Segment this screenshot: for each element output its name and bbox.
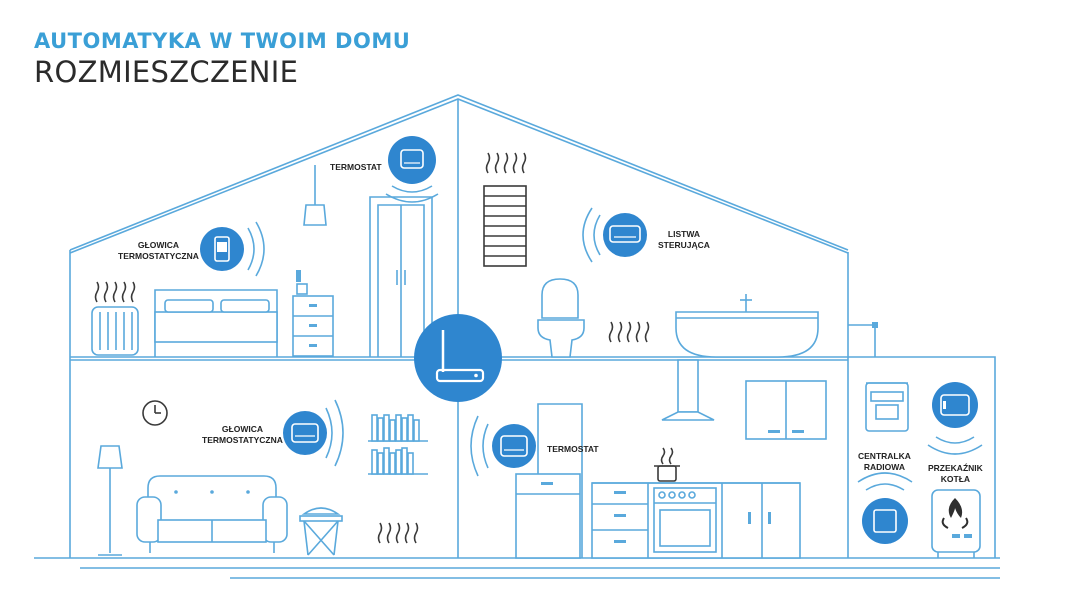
toilet-icon [537,278,585,358]
label-radiator-head-top-line1: GŁOWICA [137,240,179,250]
label-radio-hub-line1: CENTRALKA [858,451,911,461]
pot-icon [654,447,680,482]
clock-icon [142,400,168,426]
label-radiator-head-top-line2: TERMOSTATYCZNA [118,251,199,261]
ceiling-lamp-icon [303,165,327,226]
side-table-icon [299,507,343,556]
steam-living-icon [377,522,419,544]
gas-meter-icon [865,382,909,432]
kitchen-doorframe [515,403,583,559]
bookshelf-icon [368,414,428,475]
title-block: AUTOMATYKA W TWOIM DOMU ROZMIESZCZENIE [34,28,410,90]
label-thermostat-bottom: TERMOSTAT [547,444,599,454]
control-strip-device [582,207,647,263]
attic-door [369,196,433,357]
nightstand-icon [292,270,334,357]
label-control-strip-line2: STERUJĄCA [658,240,710,250]
label-radio-hub-line2: RADIOWA [863,462,905,472]
label-radiator-head-top: GŁOWICA TERMOSTATYCZNA [118,240,199,262]
label-boiler-relay: PRZEKAŹNIK KOTŁA [928,463,983,485]
radiator-icon [91,281,139,356]
label-thermostat-top: TERMOSTAT [330,162,382,172]
upper-cabinets-icon [745,380,827,440]
sofa-icon [136,475,288,553]
label-boiler-relay-line1: PRZEKAŹNIK [928,463,983,473]
page-title: ROZMIESZCZENIE [34,55,299,89]
thermostat-bottom-device [470,415,536,477]
floor-lamp-icon [97,445,123,556]
radiator-head-top-device [200,221,265,277]
boiler-icon [931,489,981,558]
router-device [414,314,502,402]
range-hood-icon [661,359,715,421]
towel-rack-icon [483,152,527,267]
label-radiator-head-bottom-line1: GŁOWICA [221,424,263,434]
page-subtitle: AUTOMATYKA W TWOIM DOMU [34,29,411,53]
bed-icon [154,289,278,357]
label-radiator-head-bottom-line2: TERMOSTATYCZNA [202,435,283,445]
kitchen-counter-icon [591,482,801,559]
radiator-head-bottom-device [283,399,344,467]
boiler-relay-device [927,382,983,455]
steam-bathroom-icon [608,321,650,343]
label-radiator-head-bottom: GŁOWICA TERMOSTATYCZNA [202,424,283,446]
label-boiler-relay-line2: KOTŁA [940,474,971,484]
label-control-strip-line1: LISTWA [667,229,701,239]
bathtub-icon [675,294,819,358]
radio-hub-device [857,472,913,544]
thermostat-top-device [385,136,439,203]
label-radio-hub: CENTRALKA RADIOWA [858,451,911,473]
ground-lines [34,557,1000,579]
label-control-strip: LISTWA STERUJĄCA [658,229,710,251]
